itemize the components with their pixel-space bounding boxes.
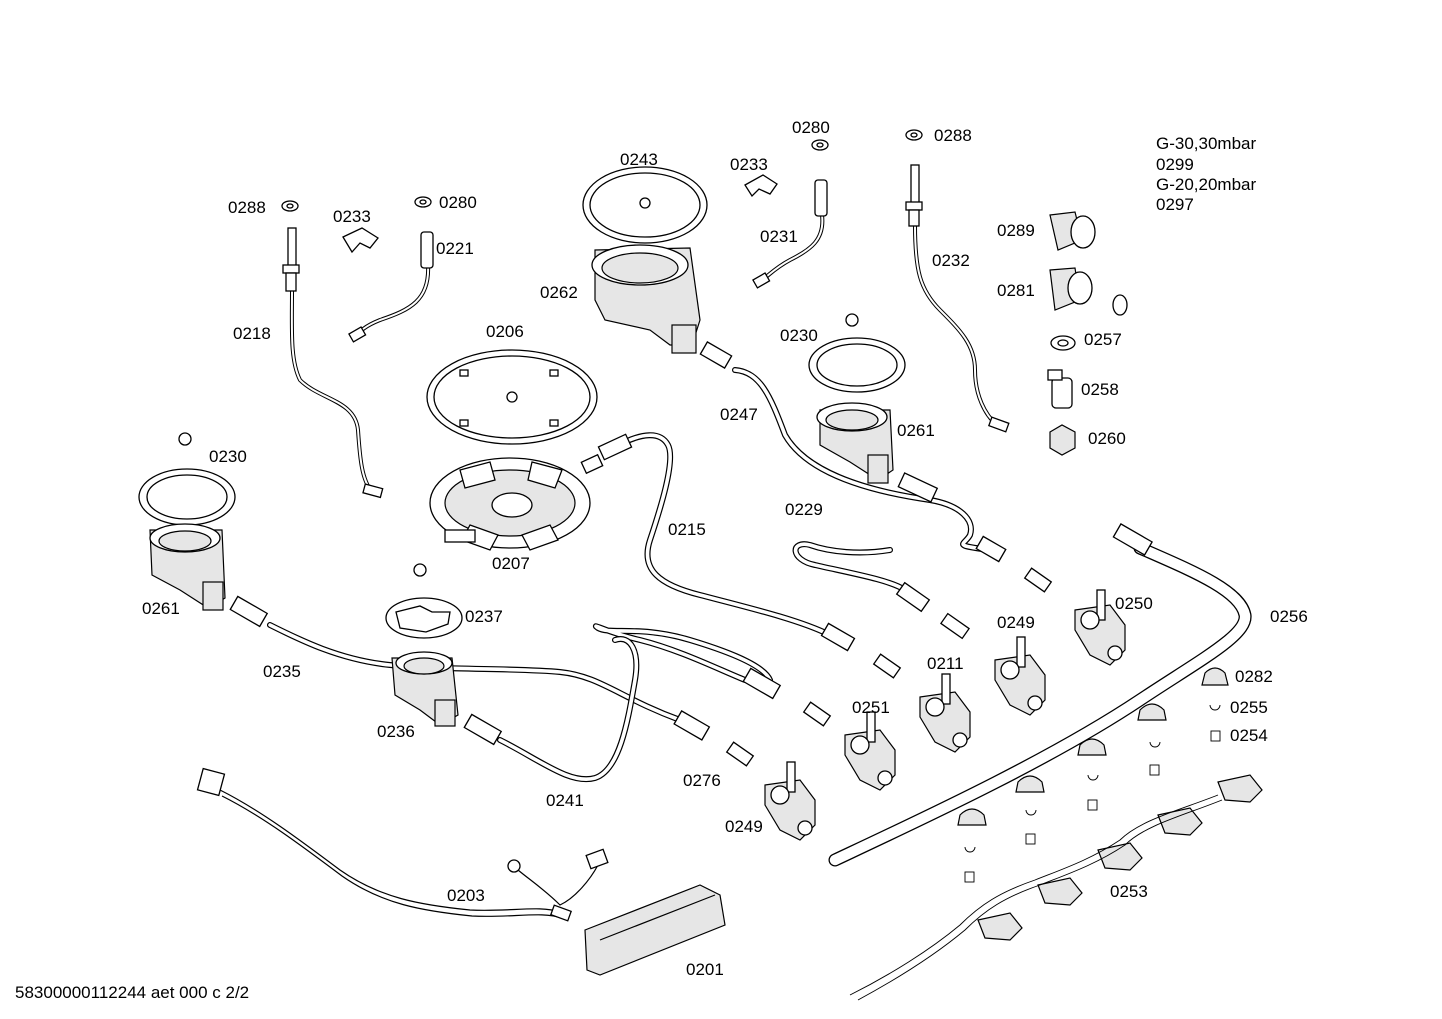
label-0243: 0243 xyxy=(620,150,658,169)
label-0201: 0201 xyxy=(686,960,724,979)
label-0236: 0236 xyxy=(377,722,415,741)
label-0230-left: 0230 xyxy=(209,447,247,466)
label-0280-left: 0280 xyxy=(439,193,477,212)
label-0211: 0211 xyxy=(927,654,964,673)
label-0251: 0251 xyxy=(852,698,890,717)
label-0249-left: 0249 xyxy=(725,817,763,836)
label-0229: 0229 xyxy=(785,500,823,519)
gas-notes: G-30,30mbar 0299 G-20,20mbar 0297 xyxy=(1156,134,1256,214)
label-0207: 0207 xyxy=(492,554,530,573)
fittings xyxy=(229,341,1153,767)
ignition-parts xyxy=(849,667,1263,1001)
label-0281: 0281 xyxy=(997,281,1035,300)
label-0289: 0289 xyxy=(997,221,1035,240)
label-0232: 0232 xyxy=(932,251,970,270)
gas-connectors xyxy=(1047,211,1128,456)
label-0235: 0235 xyxy=(263,662,301,681)
label-0255: 0255 xyxy=(1230,698,1268,717)
label-0206: 0206 xyxy=(486,322,524,341)
label-0262: 0262 xyxy=(540,283,578,302)
label-0254: 0254 xyxy=(1230,726,1268,745)
label-0280-right: 0280 xyxy=(792,118,830,137)
gas-pipes xyxy=(267,367,1252,867)
label-0233-left: 0233 xyxy=(333,207,371,226)
label-0237: 0237 xyxy=(465,607,503,626)
label-0261-right: 0261 xyxy=(897,421,935,440)
small-washers xyxy=(281,129,923,254)
gas-note-4: 0297 xyxy=(1156,195,1194,214)
label-0250: 0250 xyxy=(1115,594,1153,613)
label-0288-left: 0288 xyxy=(228,198,266,217)
label-0230-top: 0230 xyxy=(780,326,818,345)
part-labels: 0288 0233 0280 0221 0218 0243 0233 0280 … xyxy=(142,118,1308,979)
label-0253: 0253 xyxy=(1110,882,1148,901)
thermocouples xyxy=(282,164,1010,499)
label-0247: 0247 xyxy=(720,405,758,424)
label-0258: 0258 xyxy=(1081,380,1119,399)
burner-plates xyxy=(138,166,906,639)
burner-bases xyxy=(149,244,894,727)
label-0249-right: 0249 xyxy=(997,613,1035,632)
gas-valves xyxy=(764,589,1126,841)
label-0218: 0218 xyxy=(233,324,271,343)
label-0231: 0231 xyxy=(760,227,798,246)
label-0260: 0260 xyxy=(1088,429,1126,448)
gas-note-3: G-20,20mbar xyxy=(1156,175,1256,194)
document-footer: 58300000112244 aet 000 c 2/2 xyxy=(15,983,249,1002)
label-0221: 0221 xyxy=(436,239,474,258)
label-0257: 0257 xyxy=(1084,330,1122,349)
label-0261-left: 0261 xyxy=(142,599,180,618)
wiring-harness xyxy=(196,767,726,976)
gas-note-1: G-30,30mbar xyxy=(1156,134,1256,153)
gas-note-2: 0299 xyxy=(1156,155,1194,174)
label-0215: 0215 xyxy=(668,520,706,539)
label-0282: 0282 xyxy=(1235,667,1273,686)
label-0203: 0203 xyxy=(447,886,485,905)
label-0276: 0276 xyxy=(683,771,721,790)
label-0241: 0241 xyxy=(546,791,584,810)
label-0288-right: 0288 xyxy=(934,126,972,145)
label-0233-right: 0233 xyxy=(730,155,768,174)
label-0256: 0256 xyxy=(1270,607,1308,626)
